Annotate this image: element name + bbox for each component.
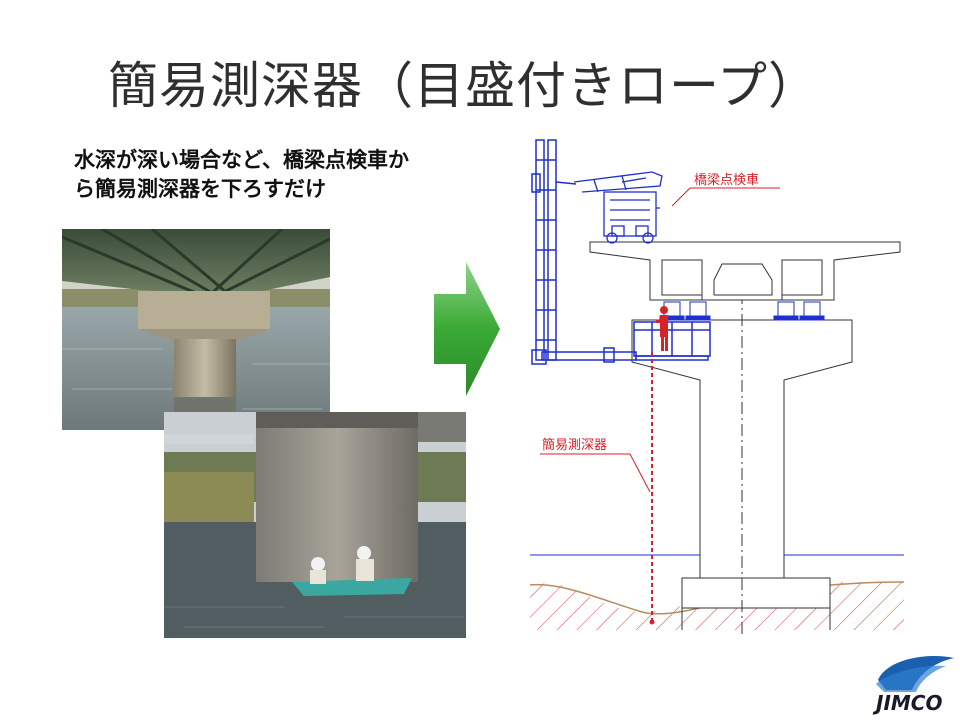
jimco-logo: JIMCO: [872, 656, 954, 715]
bridge-inspection-drawing: 橋梁点検車 簡易測深器: [529, 139, 905, 635]
logo-text: JIMCO: [872, 691, 942, 715]
bearings: [659, 301, 825, 321]
arrow-right-icon: [434, 262, 500, 396]
bridge-girder: [589, 241, 901, 301]
label-sounder-text: 簡易測深器: [542, 438, 607, 453]
label-simple-sounder: 簡易測深器: [540, 438, 651, 493]
photo-bridge-pier: [62, 229, 330, 430]
description-line-2: ら簡易測深器を下ろすだけ: [74, 177, 326, 201]
label-inspection-truck: 橋梁点検車: [671, 173, 780, 207]
inspection-boom-arm: [531, 139, 637, 365]
photo-boat-survey: [164, 412, 466, 638]
label-truck-text: 橋梁点検車: [694, 173, 759, 188]
worker-figure: [656, 306, 668, 351]
slide-title: 簡易測深器（目盛付きロープ）: [108, 57, 819, 115]
inspection-platform: [633, 321, 711, 361]
inspection-truck: [573, 171, 663, 244]
sounding-weight: [649, 619, 655, 625]
description-text: 水深が深い場合など、橋梁点検車か ら簡易測深器を下ろすだけ: [74, 146, 534, 204]
description-line-1: 水深が深い場合など、橋梁点検車か: [74, 148, 409, 172]
